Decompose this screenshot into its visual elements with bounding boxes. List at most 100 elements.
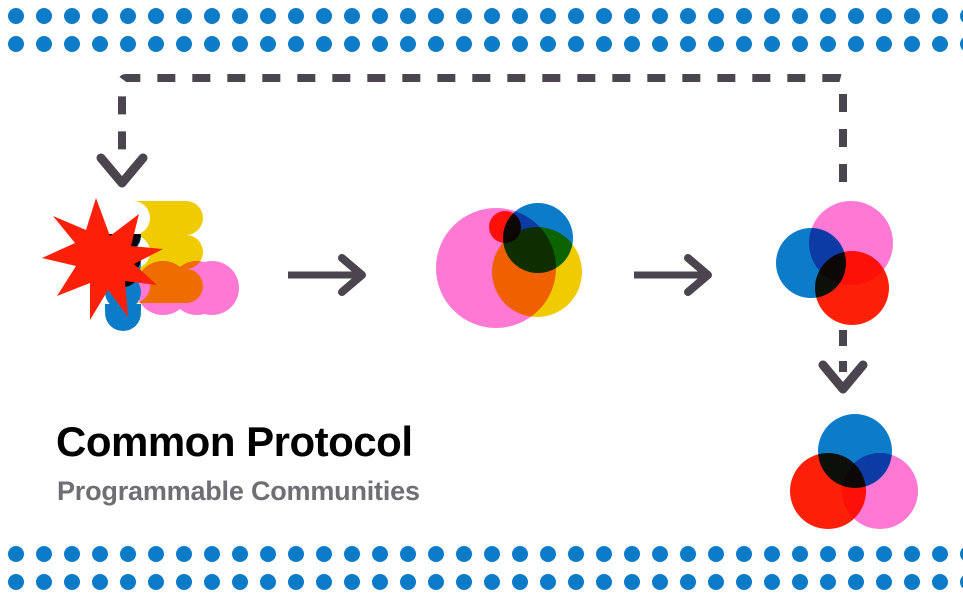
decorative-dot	[316, 546, 332, 562]
decorative-dot	[288, 546, 304, 562]
decorative-dot	[260, 546, 276, 562]
decorative-dot	[708, 8, 724, 24]
output-three-circle-cluster	[790, 414, 918, 529]
decorative-dot	[288, 574, 304, 590]
decorative-dot	[456, 8, 472, 24]
right-arrowhead-icon	[338, 254, 366, 296]
decorative-dot	[792, 574, 808, 590]
decorative-dot	[232, 574, 248, 590]
decorative-dot	[484, 574, 500, 590]
decorative-dot	[344, 36, 360, 52]
decorative-dot	[372, 8, 388, 24]
decorative-dot	[400, 574, 416, 590]
decorative-dot	[568, 36, 584, 52]
decorative-dot	[624, 546, 640, 562]
decorative-dot	[904, 546, 920, 562]
page-title: Common Protocol	[56, 418, 413, 465]
decorative-dot	[260, 8, 276, 24]
decorative-dot	[764, 546, 780, 562]
decorative-dot	[400, 546, 416, 562]
decorative-dot	[288, 36, 304, 52]
decorative-dot	[232, 8, 248, 24]
decorative-dot	[736, 36, 752, 52]
decorative-dot	[64, 36, 80, 52]
decorative-dot	[512, 36, 528, 52]
decorative-dot	[148, 8, 164, 24]
decorative-dot	[596, 36, 612, 52]
decorative-dot	[876, 8, 892, 24]
decorative-dot	[512, 546, 528, 562]
decorative-dot	[540, 574, 556, 590]
decorative-dot	[64, 574, 80, 590]
decorative-dot	[680, 8, 696, 24]
decorative-dot	[148, 36, 164, 52]
decorative-dot	[904, 574, 920, 590]
decorative-dot	[596, 8, 612, 24]
decorative-dot	[624, 574, 640, 590]
decorative-dot	[36, 36, 52, 52]
decorative-dot	[92, 546, 108, 562]
decorative-dot	[204, 546, 220, 562]
decorative-dot	[344, 574, 360, 590]
decorative-dot	[708, 36, 724, 52]
top-dot-band	[8, 8, 963, 52]
decorative-dot	[8, 574, 24, 590]
decorative-dot	[568, 546, 584, 562]
decorative-dot	[36, 574, 52, 590]
decorative-dot	[512, 574, 528, 590]
decorative-dot	[204, 36, 220, 52]
decorative-dot	[540, 8, 556, 24]
decorative-dot	[652, 574, 668, 590]
decorative-dot	[484, 546, 500, 562]
decorative-dot	[848, 36, 864, 52]
decorative-dot	[36, 546, 52, 562]
decorative-dot	[792, 546, 808, 562]
page-subtitle: Programmable Communities	[57, 476, 420, 506]
decorative-dot	[92, 574, 108, 590]
decorative-dot	[372, 546, 388, 562]
decorative-dot	[8, 36, 24, 52]
decorative-dot	[736, 546, 752, 562]
decorative-dot	[120, 546, 136, 562]
decorative-dot	[680, 574, 696, 590]
arrow-loopback-to-step1	[96, 74, 847, 188]
blue-circle	[503, 203, 573, 273]
three-circle-cluster	[776, 201, 893, 325]
decorative-dot	[36, 8, 52, 24]
decorative-dot	[344, 8, 360, 24]
decorative-dot	[596, 546, 612, 562]
decorative-dot	[764, 8, 780, 24]
decorative-dot	[428, 36, 444, 52]
decorative-dot	[176, 574, 192, 590]
decorative-dot	[176, 546, 192, 562]
decorative-dot	[204, 574, 220, 590]
down-arrowhead-icon	[818, 360, 868, 394]
decorative-dot	[540, 36, 556, 52]
decorative-dot	[652, 8, 668, 24]
decorative-dot	[736, 8, 752, 24]
decorative-dot	[428, 574, 444, 590]
decorative-dot	[708, 574, 724, 590]
decorative-dot	[176, 36, 192, 52]
decorative-dot	[288, 8, 304, 24]
decorative-dot	[260, 36, 276, 52]
decorative-dot	[848, 546, 864, 562]
right-arrowhead-icon	[684, 254, 712, 296]
decorative-dot	[820, 574, 836, 590]
decorative-dot	[904, 8, 920, 24]
bottom-dot-band	[8, 546, 963, 590]
decorative-dot	[932, 546, 948, 562]
pink-circle	[842, 453, 918, 529]
decorative-dot	[960, 9, 963, 23]
decorative-dot	[932, 574, 948, 590]
decorative-dot	[540, 546, 556, 562]
decorative-dot	[316, 8, 332, 24]
decorative-dot	[932, 36, 948, 52]
decorative-dot	[400, 36, 416, 52]
decorative-dot	[820, 8, 836, 24]
decorative-dot	[176, 8, 192, 24]
decorative-dot	[764, 574, 780, 590]
arrow-step2-to-step3	[634, 254, 712, 296]
decorative-dot	[764, 36, 780, 52]
